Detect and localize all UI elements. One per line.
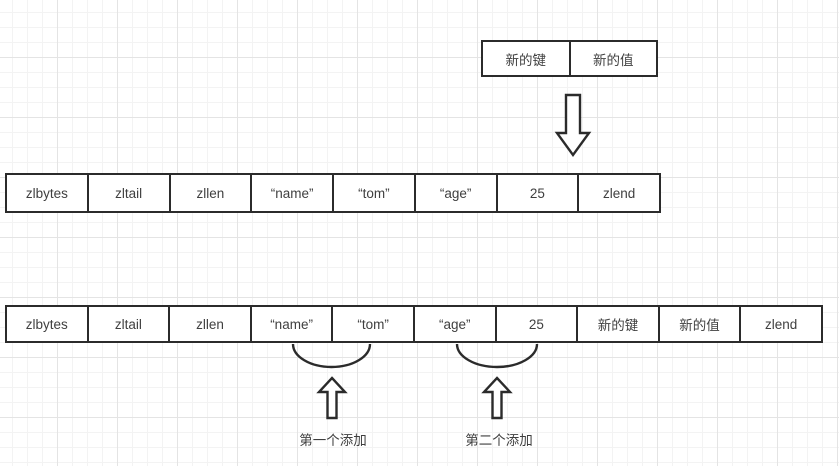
ziplist-row-after: zlbytes zltail zllen “name” “tom” “age” … <box>5 305 823 343</box>
cell-name: “name” <box>249 307 332 341</box>
cell-age: “age” <box>413 175 496 211</box>
cell-zllen: zllen <box>168 175 251 211</box>
ziplist-row-before: zlbytes zltail zllen “name” “tom” “age” … <box>5 173 661 213</box>
cell-zlbytes: zlbytes <box>25 185 68 201</box>
cell-name: “name” <box>250 175 332 211</box>
cell-25: 25 <box>495 175 578 211</box>
cell-zlbytes: zlbytes <box>25 316 68 332</box>
first-add-label: 第一个添加 <box>299 433 367 448</box>
new-value-cell: 新的值 <box>568 42 657 75</box>
cell-zllen: zllen <box>168 307 250 341</box>
cell-tom: “tom” <box>332 175 414 211</box>
cell-25: 25 <box>494 307 577 341</box>
cell-zlend: zlend <box>739 307 821 341</box>
cell-age: “age” <box>412 307 495 341</box>
down-block-arrow-icon <box>554 93 592 158</box>
up-block-arrow-second-icon <box>481 376 513 420</box>
cell-tom: “tom” <box>331 307 413 341</box>
arc-brace-second-icon <box>455 343 539 369</box>
up-block-arrow-first-icon <box>316 376 348 420</box>
cell-zltail: zltail <box>86 307 169 341</box>
new-key-cell: 新的键 <box>505 52 547 68</box>
new-entry-box: 新的键 新的值 <box>481 40 658 77</box>
cell-new-value: 新的值 <box>657 307 740 341</box>
arc-brace-first-icon <box>291 343 372 369</box>
cell-new-key: 新的键 <box>576 307 658 341</box>
cell-zlend: zlend <box>577 175 659 211</box>
second-add-label: 第二个添加 <box>465 433 533 448</box>
cell-zltail: zltail <box>86 175 169 211</box>
